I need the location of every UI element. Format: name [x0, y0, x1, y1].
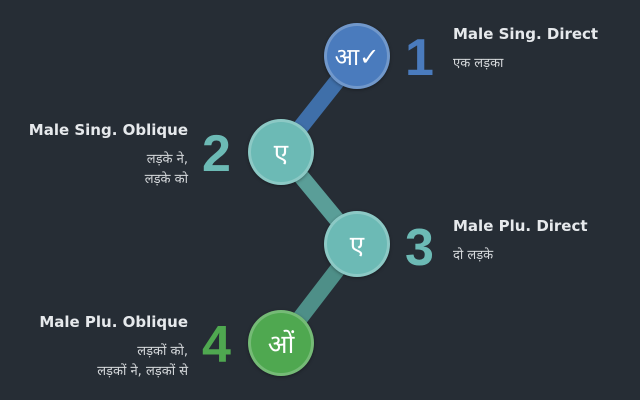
stage-1-examples: एक लड़का — [453, 54, 503, 74]
stage-2-node: ए — [248, 119, 314, 185]
stage-2-ending: ए — [273, 139, 289, 169]
stage-2-examples: लड़के ने, लड़के को — [145, 150, 188, 190]
stage-4-number: 4 — [202, 316, 231, 374]
stage-4-node: ओं — [248, 310, 314, 376]
stage-3-ending: ए — [349, 231, 365, 261]
stage-2-number: 2 — [202, 125, 231, 183]
stage-1-ending: आ✓ — [334, 42, 380, 71]
stage-3-examples: दो लड़के — [453, 246, 493, 266]
stage-4-ending: ओं — [267, 330, 295, 360]
stage-1-title: Male Sing. Direct — [453, 25, 599, 43]
stage-1-node: आ✓ — [324, 23, 390, 89]
stage-4-title: Male Plu. Oblique — [39, 313, 188, 331]
stage-2-title: Male Sing. Oblique — [28, 121, 188, 139]
stage-4-example-1: लड़कों को, — [137, 344, 188, 359]
stage-4-example-2: लड़कों ने, लड़कों से — [97, 364, 188, 379]
stage-3-title: Male Plu. Direct — [453, 217, 588, 235]
stage-1-number: 1 — [405, 29, 434, 87]
stage-3-number: 3 — [405, 219, 434, 277]
stage-4-examples: लड़कों को, लड़कों ने, लड़कों से — [97, 342, 188, 382]
stage-3-node: ए — [324, 211, 390, 277]
stage-2-example-1: लड़के ने, — [146, 152, 188, 167]
stage-3-example-1: दो लड़के — [453, 248, 494, 263]
stage-1-example-1: एक लड़का — [453, 56, 504, 71]
stage-2-example-2: लड़के को — [144, 172, 188, 187]
